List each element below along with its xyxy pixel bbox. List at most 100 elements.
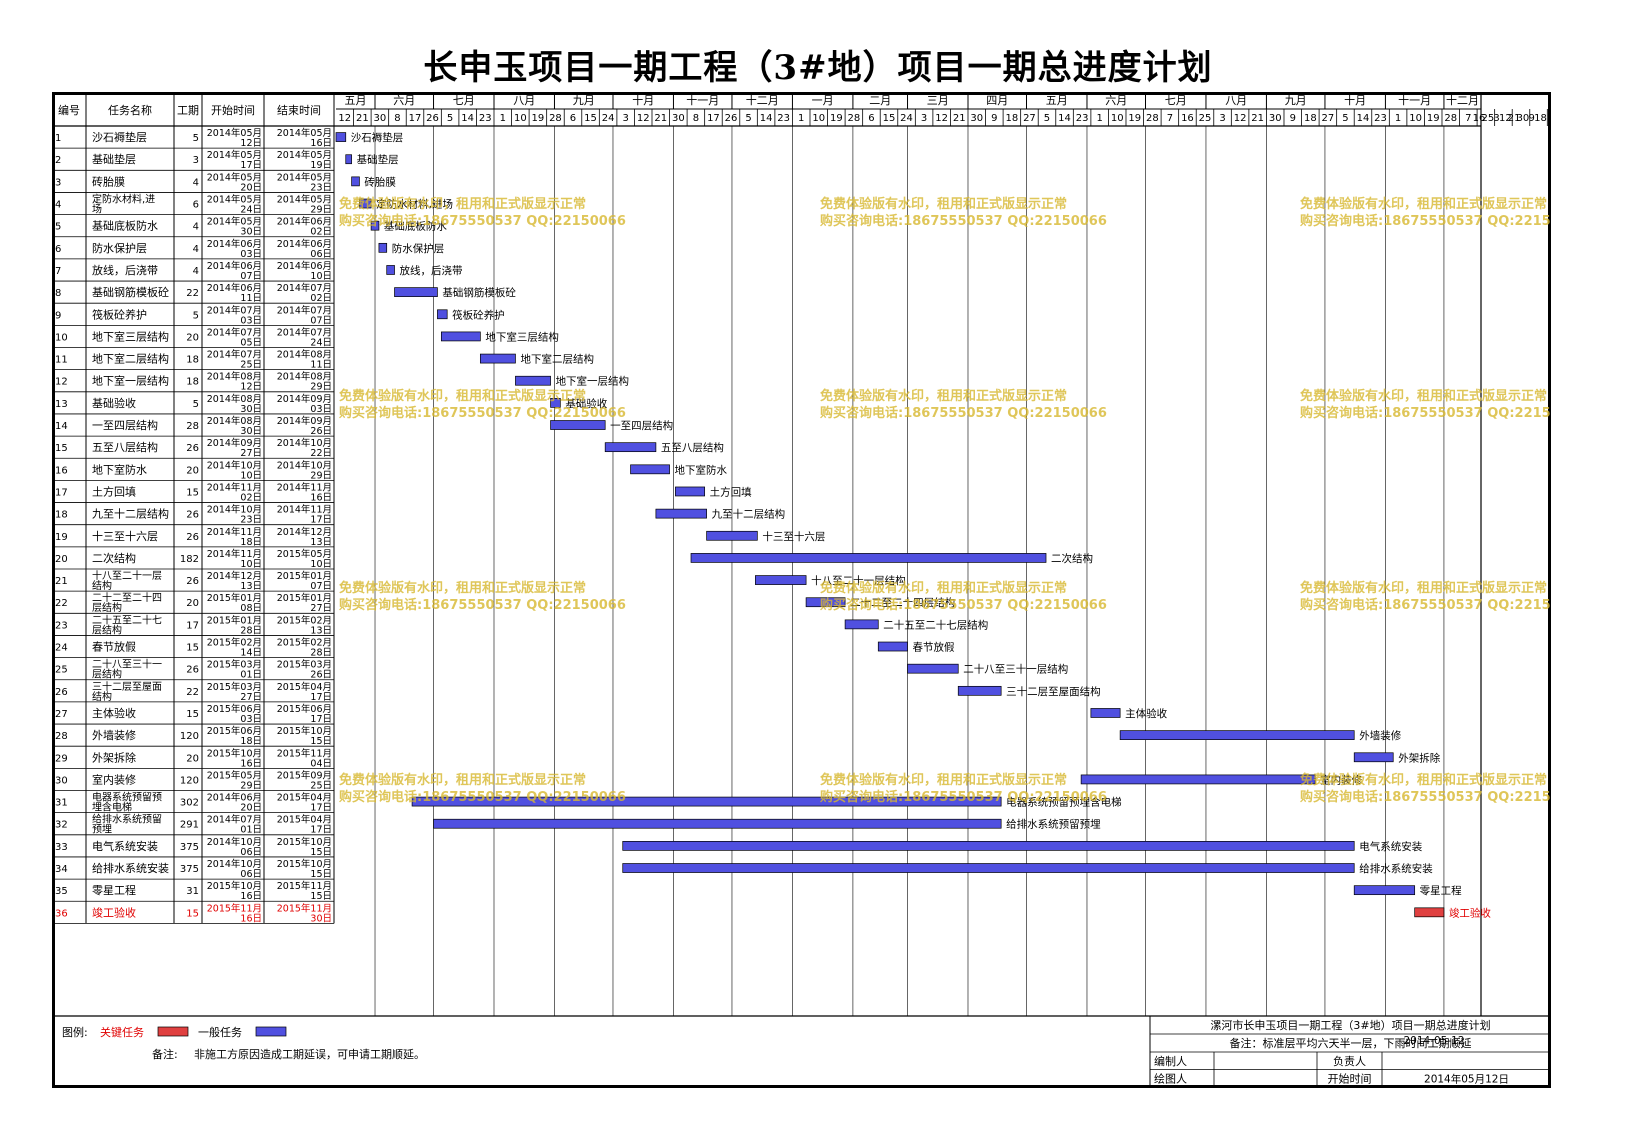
task-bar-label: 一至四层结构 [610,419,673,432]
task-start-part1: 2015年05月 [207,769,262,781]
task-id: 14 [55,421,68,432]
task-start-part1: 2014年07月 [207,349,262,361]
month-label: 九月 [573,94,595,107]
task-bar [550,398,561,408]
task-bar [550,420,606,430]
day-label: 28 [1444,113,1457,124]
task-start-part1: 2014年08月 [207,415,262,427]
watermark-line1: 免费体验版有水印，租用和正式版显示正常 [820,772,1067,788]
task-start-part2: 05日 [240,337,262,348]
task-bar [1080,774,1316,785]
task-bar-label: 二十八至三十一层结构 [963,663,1068,676]
info-row-value2: 2014年05月12日 [1424,1073,1509,1086]
day-label: 18 [1534,113,1547,124]
task-start-part1: 2014年05月 [207,216,262,228]
task-start-part1: 2014年10月 [207,858,262,870]
task-end-part2: 23日 [310,182,332,193]
task-id: 24 [55,643,68,654]
task-start-part1: 2014年06月 [207,260,262,272]
task-id: 15 [55,443,68,454]
task-end-part1: 2015年06月 [277,703,332,715]
task-name-line2: 层结构 [92,623,122,636]
task-start-part1: 2014年05月 [207,171,262,183]
task-duration: 302 [180,798,199,809]
legend-label: 图例: [62,1025,88,1039]
task-id: 32 [55,820,68,831]
task-name-line1: 给排水系统预留 [92,813,162,826]
task-bar-label: 土方回填 [710,485,752,498]
task-start-part2: 30日 [240,227,262,238]
day-label: 1 [1395,113,1401,124]
task-name-line2: 埋含电梯 [92,801,132,814]
task-bar-label: 九至十二层结构 [712,508,786,521]
task-start-part2: 10日 [240,559,262,570]
task-name-line1: 三十二层至屋面 [92,680,162,693]
task-start-part1: 2014年07月 [207,814,262,826]
task-bar [957,685,1002,696]
task-start-part1: 2015年10月 [207,747,262,759]
task-bar-label: 地下室一层结构 [556,375,630,388]
day-label: 8 [394,113,400,124]
task-name: 沙石褥垫层 [92,130,147,144]
task-start-part2: 06日 [240,869,262,880]
task-end-part2: 16日 [310,138,332,149]
task-start-part2: 29日 [240,780,262,791]
task-end-part1: 2014年09月 [277,415,332,427]
day-label: 3 [921,113,927,124]
task-start-part2: 07日 [240,271,262,282]
task-start-part2: 27日 [240,448,262,459]
watermark-line2: 购买咨询电话:18675550537 QQ:22150066 [1300,213,1551,229]
task-bar [690,553,1047,563]
task-start-part1: 2015年10月 [207,880,262,892]
info-box-date: 2014-05-12 [1403,1035,1464,1047]
task-start-part2: 12日 [240,382,262,393]
watermark-line1: 免费体验版有水印，租用和正式版显示正常 [1300,388,1547,404]
task-end-part2: 19日 [310,160,332,171]
task-end-part1: 2014年05月 [277,149,332,161]
task-end-part1: 2015年03月 [277,659,332,671]
task-bar-label: 二十二至二十四层结构 [850,596,955,609]
task-bar-label: 三十二层至屋面结构 [1006,685,1101,698]
task-bar [622,841,1355,851]
day-label: 6 [868,113,874,124]
task-end-part2: 29日 [310,470,332,481]
info-box-remark: 备注：标准层平均六天半一层，下雨时间工期顺延 [1230,1036,1472,1050]
task-bar [411,796,1002,807]
task-end-part1: 2015年02月 [277,637,332,649]
watermark-line2: 购买咨询电话:18675550537 QQ:22150066 [820,405,1107,421]
table-header-3: 工期 [177,104,199,117]
task-start-part2: 25日 [240,360,262,371]
watermark-line2: 购买咨询电话:18675550537 QQ:22150066 [1300,405,1551,421]
task-duration: 3 [193,155,199,166]
day-label: 5 [1044,113,1050,124]
day-label: 23 [777,113,790,124]
task-start-part1: 2014年06月 [207,282,262,294]
task-end-part1: 2014年09月 [277,393,332,405]
watermark-line1: 免费体验版有水印，租用和正式版显示正常 [339,580,586,596]
task-id: 26 [55,687,68,698]
task-name: 地下室二层结构 [92,352,169,366]
task-end-part1: 2014年12月 [277,526,332,538]
day-label: 3 [1493,113,1499,124]
task-bar [370,220,380,231]
task-id: 22 [55,598,68,609]
task-bar-label: 地下室二层结构 [520,353,594,366]
task-end-part2: 15日 [310,891,332,902]
legend-normal-swatch [255,1026,287,1037]
task-id: 18 [55,510,68,521]
watermark-line2: 购买咨询电话:18675550537 QQ:22150066 [820,597,1107,613]
task-duration: 18 [186,377,199,388]
month-label: 五月 [1046,94,1068,107]
task-id: 5 [55,222,61,233]
task-bar-label: 基础底板防水 [384,220,447,233]
task-start-part2: 16日 [240,913,262,924]
day-label: 26 [426,113,439,124]
task-start-part1: 2014年08月 [207,371,262,383]
month-label: 七月 [1165,94,1187,107]
task-bar-label: 基础钢筋模板砼 [442,286,516,299]
task-start-part2: 03日 [240,315,262,326]
day-label: 17 [409,113,422,124]
task-start-part2: 20日 [240,803,262,814]
day-label: 19 [1427,113,1440,124]
day-label: 12 [338,113,351,124]
